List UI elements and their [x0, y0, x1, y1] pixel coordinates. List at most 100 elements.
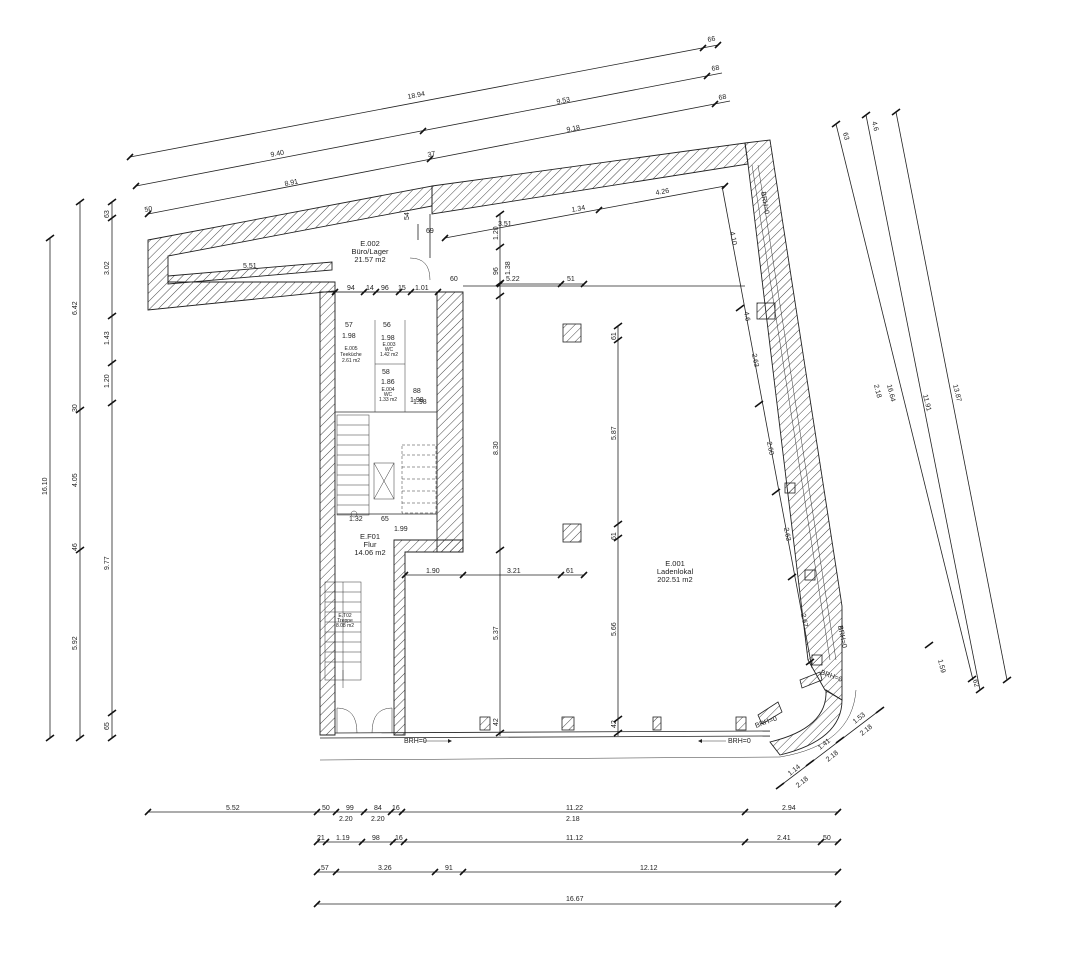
dim-bot2-3: 98: [372, 835, 380, 842]
right-dimension-chains: 63 2.18 1.59 4.6 16.64 62 11.91 13.87: [831, 108, 1012, 694]
dim-right-c: 1.59: [936, 659, 946, 674]
dim-bot3-1: 57: [321, 865, 329, 872]
dim-left-b: 4.05: [72, 473, 79, 487]
dim-left-k: 65: [104, 722, 111, 730]
dim-diag-6: 4.6: [742, 311, 751, 322]
brh-label-2: BRH=0: [728, 738, 751, 745]
dim-diag-1: 4.10: [728, 231, 737, 246]
dim-bot3-2: 3.26: [378, 865, 392, 872]
dim-bot2-4: 16: [395, 835, 403, 842]
room-labels: E.002 Büro/Lager 21.57 m2 E.001 Ladenlok…: [336, 239, 694, 629]
room-e004-area: 1.33 m2: [379, 397, 397, 403]
dim-int-26: 5.37: [493, 626, 500, 640]
dim-int-23: 96: [493, 267, 500, 275]
dim-right-d: 4.6: [870, 121, 879, 132]
dim-int-38: 3.51: [498, 221, 512, 228]
room-e004-id: E.004: [381, 387, 394, 393]
dim-int-9: 51: [567, 276, 575, 283]
dim-int-4: 96: [381, 285, 389, 292]
dim-bot1-7: 2.94: [782, 805, 796, 812]
room-e002-name: Büro/Lager: [351, 247, 389, 256]
dim-int-22: 1.20: [493, 226, 500, 240]
dim-int-30: 61: [611, 532, 618, 540]
dim-bot2-5: 11.12: [566, 835, 583, 842]
dim-int-13: 1.98: [381, 335, 395, 342]
dim-diag-5: 2.67: [799, 613, 808, 628]
dim-right-g: 11.91: [921, 394, 932, 412]
dim-left-i: 1.20: [104, 374, 111, 388]
dim-bot2-6: 2.41: [777, 835, 791, 842]
dim-int-10: 1.98: [342, 333, 356, 340]
dim-int-36: 1.34: [571, 205, 586, 214]
dim-bot1-4: 84: [374, 805, 382, 812]
dim-left-h: 1.43: [104, 331, 111, 345]
dim-int-8: 5.22: [506, 276, 520, 283]
dim-int-31: 5.66: [611, 622, 618, 636]
room-e003-id: E.003: [382, 342, 395, 348]
dim-int-21: 1.99: [394, 526, 408, 533]
dim-int-14: 1.86: [381, 379, 395, 386]
brh-label-1: BRH=0: [404, 738, 427, 745]
dim-int-24: 1.38: [505, 261, 512, 275]
dim-int-5: 15: [398, 285, 406, 292]
dim-bot4-1: 16.67: [566, 896, 584, 903]
dim-left-total: 16.10: [42, 477, 49, 495]
dim-bot1-2: 50: [322, 805, 330, 812]
stair-upper: [336, 414, 437, 516]
dim-int-6: 1.01: [415, 285, 429, 292]
dim-left-g: 3.02: [104, 261, 111, 275]
room-et02-name: Treppe: [337, 618, 353, 624]
dim-left-j: 9.77: [104, 556, 111, 570]
dim-top-8: 37: [427, 151, 436, 159]
dim-corner-1: 1.53: [852, 712, 867, 726]
dim-left-f: 63: [104, 210, 111, 218]
dim-int-20: 65: [381, 516, 389, 523]
dim-corner-4: 2.18: [825, 750, 840, 764]
dim-bot1-5: 16: [392, 805, 400, 812]
room-e002-area: 21.57 m2: [354, 255, 385, 264]
dim-int-16: 1.98: [410, 397, 424, 404]
stair-lower: [324, 581, 362, 688]
dim-corner-2: 2.18: [859, 724, 874, 738]
room-e003-area: 1.42 m2: [380, 352, 398, 358]
room-et02-area: 8.08 m2: [336, 623, 354, 629]
bottom-dimension-chains: 5.52 50 99 84 16 11.22 2.94 2.20 2.20 2.…: [144, 805, 842, 908]
dim-int-34: 3.21: [507, 568, 521, 575]
room-e001-area: 202.51 m2: [657, 575, 692, 584]
brh-label-4: BRH=0: [836, 625, 848, 649]
dim-bot1b-1: 2.20: [339, 816, 353, 823]
diagonal-wall-dimensions: 4.10 2.63 2.60 2.63 2.67 4.6: [721, 185, 815, 669]
room-ef01-id: E.F01: [360, 532, 380, 541]
dim-int-19: 1.32: [349, 516, 363, 523]
dim-int-25: 8.30: [493, 441, 500, 455]
dim-right-h: 13.87: [951, 384, 962, 403]
dim-bot1b-2: 2.20: [371, 816, 385, 823]
dim-left-a: 6.42: [72, 301, 79, 315]
dim-top-2: 18.94: [407, 91, 426, 101]
dim-int-37: 4.26: [655, 188, 670, 197]
room-ef01-area: 14.06 m2: [354, 548, 385, 557]
room-e005-id: E.005: [344, 346, 357, 352]
dim-top-4: 9.53: [556, 96, 571, 105]
dim-int-28: 61: [611, 332, 618, 340]
dim-right-a: 63: [841, 132, 850, 141]
dim-right-f: 62: [971, 679, 980, 688]
dim-bot3-3: 91: [445, 865, 453, 872]
dim-int-40: 54: [404, 212, 411, 220]
room-e001-id: E.001: [665, 559, 685, 568]
dim-top-7: 9.18: [566, 124, 581, 133]
dim-int-18: 1.98: [413, 399, 427, 406]
dim-int-7: 60: [450, 276, 458, 283]
dim-top-1: 66: [707, 36, 716, 44]
brh-label-3: BRH=0: [759, 191, 770, 215]
dim-int-3: 14: [366, 285, 374, 292]
dim-diag-4: 2.63: [782, 527, 791, 542]
room-e002-id: E.002: [360, 239, 380, 248]
interior-dimensions: 5.51 94 14 96 15 1.01 60 5.22 51 1.98 57…: [243, 182, 729, 737]
room-e005-area: 2.61 m2: [342, 358, 360, 364]
dim-bot1-1: 5.52: [226, 805, 240, 812]
dim-int-27: 42: [493, 718, 500, 726]
dim-int-33: 1.90: [426, 568, 440, 575]
dim-int-39: 69: [426, 228, 434, 235]
dim-bot2-2: 1.19: [336, 835, 350, 842]
